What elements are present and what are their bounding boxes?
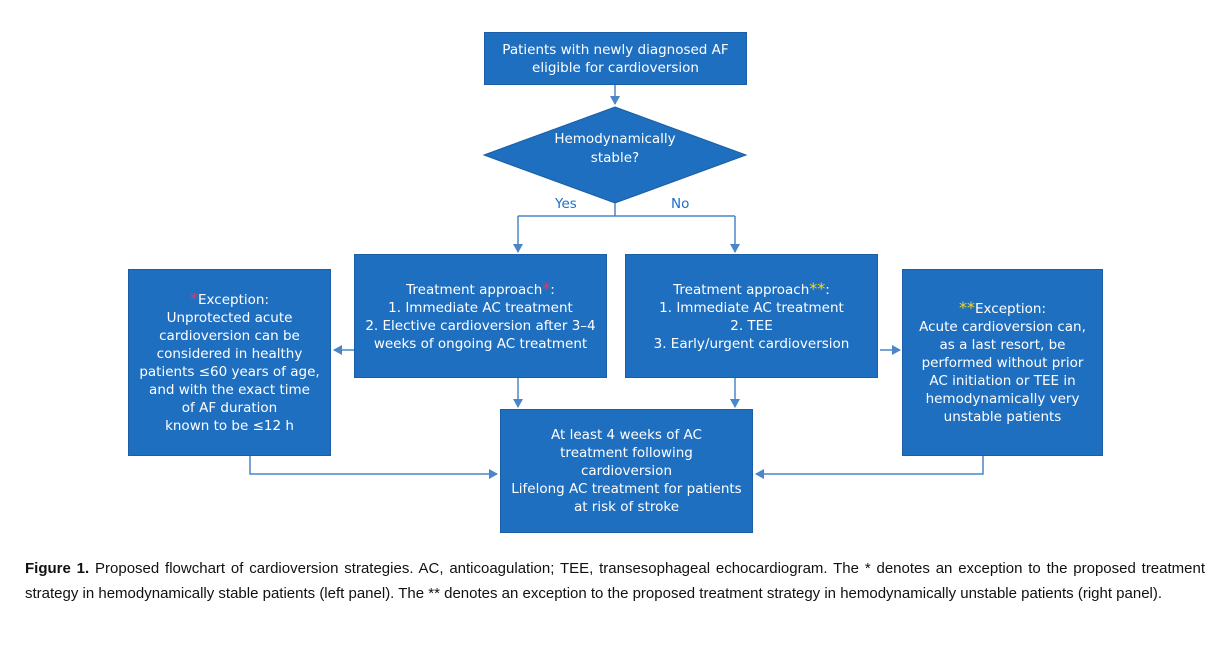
- exception-right-line: as a last resort, be: [939, 337, 1066, 353]
- exception-left-line: considered in healthy: [156, 346, 303, 362]
- outcome-line: at risk of stroke: [573, 499, 680, 515]
- decision-line: stable?: [590, 150, 640, 166]
- decision-line: Hemodynamically: [554, 131, 676, 147]
- exception-left-line: and with the exact time: [149, 382, 310, 398]
- treatment-unstable-line: 3. Early/urgent cardioversion: [653, 335, 850, 352]
- caption-text: Proposed flowchart of cardioversion stra…: [25, 560, 1206, 602]
- exception-left-title: *Exception:: [190, 289, 269, 309]
- exception-left-box: *Exception: Unprotected acute cardiovers…: [128, 269, 331, 456]
- start-line: eligible for cardioversion: [532, 59, 699, 76]
- treatment-unstable-box: Treatment approach**: 1. Immediate AC tr…: [625, 254, 878, 378]
- exception-left-line: cardioversion can be: [159, 328, 300, 344]
- outcome-line: cardioversion: [580, 463, 673, 479]
- start-line: Patients with newly diagnosed AF: [502, 41, 729, 58]
- red-star-icon: *: [190, 289, 198, 308]
- decision-text: Hemodynamically stable?: [515, 130, 715, 168]
- figure-caption: Figure 1. Proposed flowchart of cardiove…: [25, 556, 1205, 606]
- exception-left-line: Unprotected acute: [166, 310, 293, 326]
- outcome-box: At least 4 weeks of AC treatment followi…: [500, 409, 753, 533]
- exception-right-line: hemodynamically very: [925, 391, 1080, 407]
- exception-right-box: **Exception: Acute cardioversion can, as…: [902, 269, 1103, 456]
- arrow-exception-right-to-outcome: [755, 456, 984, 479]
- treatment-stable-line: 2. Elective cardioversion after 3–4: [365, 317, 596, 334]
- flowchart: Patients with newly diagnosed AF eligibl…: [128, 32, 1103, 533]
- exception-left-line: of AF duration: [181, 400, 278, 416]
- outcome-line: treatment following: [560, 445, 693, 461]
- exception-right-line: Acute cardioversion can,: [919, 319, 1086, 335]
- treatment-stable-title: Treatment approach*:: [406, 278, 555, 298]
- treatment-stable-line: 1. Immediate AC treatment: [388, 299, 573, 316]
- treatment-unstable-line: 1. Immediate AC treatment: [659, 299, 844, 316]
- exception-left-line: known to be ≤12 h: [165, 418, 294, 434]
- start-box: Patients with newly diagnosed AF eligibl…: [484, 32, 747, 85]
- yellow-star-icon: **: [959, 298, 975, 317]
- arrow-exception-left-to-outcome: [249, 456, 498, 479]
- exception-right-title: **Exception:: [959, 298, 1046, 318]
- outcome-line: At least 4 weeks of AC: [551, 427, 702, 443]
- yes-label: Yes: [555, 196, 577, 212]
- exception-right-line: AC initiation or TEE in: [929, 373, 1076, 389]
- exception-left-line: patients ≤60 years of age,: [139, 364, 320, 380]
- connector-lines: [249, 85, 984, 479]
- outcome-line: Lifelong AC treatment for patients: [511, 481, 742, 497]
- exception-right-line: performed without prior: [921, 355, 1084, 371]
- exception-right-line: unstable patients: [943, 409, 1062, 425]
- treatment-unstable-line: 2. TEE: [730, 317, 773, 334]
- red-star-icon: *: [542, 278, 551, 298]
- treatment-stable-line: weeks of ongoing AC treatment: [373, 335, 588, 352]
- no-label: No: [671, 196, 690, 212]
- treatment-unstable-title: Treatment approach**:: [673, 278, 830, 298]
- yellow-star-icon: **: [809, 278, 826, 298]
- figure-label: Figure 1.: [25, 560, 90, 577]
- treatment-stable-box: Treatment approach*: 1. Immediate AC tre…: [354, 254, 607, 378]
